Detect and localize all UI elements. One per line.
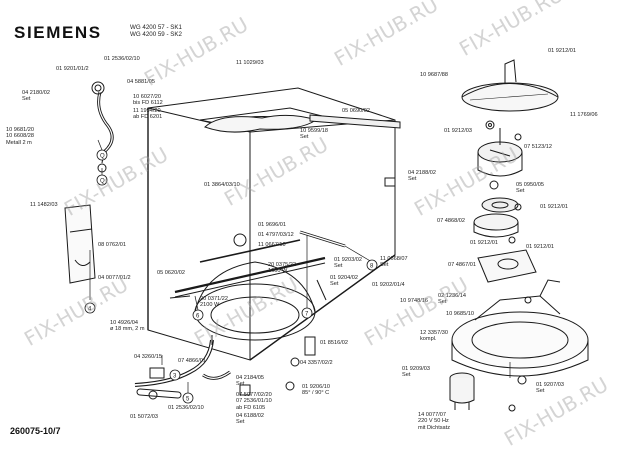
part-label: 07 4866/01 (178, 358, 206, 364)
part-label: 07 5077/02/20 07 2536/01/10 ab FD 6105 (236, 392, 272, 411)
part-label: 01 3864/03/10 (204, 182, 240, 188)
part-label: 04 2188/02 Set (408, 170, 436, 183)
part-label: 05 0690/02 (342, 108, 370, 114)
part-label: 10 9748/16 (400, 298, 428, 304)
part-label: 10 9599/18 Set (300, 128, 328, 141)
part-label: 11 1029/03 (236, 60, 264, 66)
part-label: 01 9206/10 85° / 90° C (302, 384, 330, 397)
small-fittings (148, 120, 532, 412)
callout-circles (84, 149, 378, 404)
callout-number-5: 5 (186, 397, 190, 403)
callout-numbers: Q Q 3 4 5 6 7 8 (88, 154, 374, 403)
part-label: 01 9212/03 (444, 128, 472, 134)
part-label: 11 1482/03 (30, 202, 58, 208)
leader-lines (89, 139, 511, 395)
part-label: 04 5881/05 (127, 79, 155, 85)
part-label: 10 9687/88 (420, 72, 448, 78)
part-label: 01 9212/01 (526, 244, 554, 250)
model-numbers: WG 4200 57 - SK1 WG 4200 59 - SK2 (130, 24, 182, 38)
part-label: 01 5072/03 (130, 414, 158, 420)
part-label: 04 3260/15 (134, 354, 162, 360)
drain-hose-lower (134, 339, 214, 399)
callout-number-2: Q (100, 179, 105, 185)
model-line-1: WG 4200 57 - SK1 (130, 24, 182, 31)
part-label: 07 4867/01 (448, 262, 476, 268)
heater-element (174, 239, 326, 298)
part-label: 10 6027/20 bis FD 6112 (133, 94, 163, 107)
part-label: 01 9204/02 Set (330, 275, 358, 288)
part-label: 10 9685/10 (446, 311, 474, 317)
part-label: 10 9681/20 10 6608/28 Metall 2 m (6, 127, 34, 146)
callout-6 (192, 309, 204, 321)
part-label: 01 2536/02/10 (168, 405, 204, 411)
callout-4 (84, 302, 96, 314)
part-label: 01 9696/01 (258, 222, 286, 228)
part-label: 04 2180/02 Set (22, 90, 50, 103)
part-label: 08 0762/01 (98, 242, 126, 248)
part-label: 01 9202/01/4 (372, 282, 405, 288)
part-label: 01 2536/02/10 (104, 56, 140, 62)
part-label: 04 2184/05 Set (236, 375, 264, 388)
pump-seal (481, 197, 519, 213)
callout-number-4: 4 (88, 307, 92, 313)
pump-impeller (473, 213, 519, 238)
callout-number-7: 7 (305, 312, 309, 318)
part-label: 01 9212/01 (548, 48, 576, 54)
document-number: 260075-10/7 (10, 426, 61, 436)
callout-number-3: 3 (173, 374, 177, 380)
part-label: 01 9201/01/2 (56, 66, 89, 72)
callout-number-6: 6 (196, 314, 200, 320)
part-label: 11 0668/07 Set (380, 256, 408, 269)
circulation-pump-motor (449, 372, 475, 410)
pump-motor-base (451, 279, 589, 377)
part-label: 10 4926/04 ø 18 mm, 2 m (110, 320, 145, 333)
part-label: 05 0620/02 (157, 270, 185, 276)
model-line-2: WG 4200 59 - SK2 (130, 31, 182, 39)
callout-7 (301, 307, 313, 319)
part-label: 01 8516/02 (320, 340, 348, 346)
part-label: 04 3357/02/2 (300, 360, 333, 366)
part-label: 01 9203/02 Set (334, 257, 362, 270)
side-panel-left (64, 204, 96, 284)
callout-number-8: 8 (370, 264, 374, 270)
part-label: 20 0371/22 2100 W (200, 296, 228, 309)
inlet-hose-assembly (91, 81, 114, 173)
callout-1 (96, 149, 108, 161)
callout-5 (182, 392, 194, 404)
part-label: 01 9212/01 (470, 240, 498, 246)
impeller-housing (477, 128, 523, 177)
part-label: 04 6188/02 Set (236, 413, 264, 426)
upper-spray-arm (461, 59, 559, 112)
callout-number-1: Q (100, 154, 105, 160)
part-label: 02 1236/14 Set (438, 293, 466, 306)
top-cover-plate (204, 114, 401, 133)
part-label: 07 4868/02 (437, 218, 465, 224)
callout-2 (96, 174, 108, 186)
callout-3 (169, 369, 181, 381)
heater-tube-rod (299, 230, 346, 248)
pump-housing-plate (477, 249, 537, 283)
part-label: 11 0667/10 (258, 242, 286, 248)
brand-logo: SIEMENS (14, 23, 102, 42)
part-label: 12 3357/30 kompl. (420, 330, 448, 343)
part-label: 01 9207/03 Set (536, 382, 564, 395)
part-label: 14 0077/07 220 V 50 Hz mit Dichtsatz (418, 412, 451, 431)
part-label: 20 0375/22 1600 W (268, 262, 296, 275)
callout-8 (366, 259, 378, 271)
part-label: 11 1994/20 ab FD 6201 (133, 108, 163, 121)
part-label: 05 0950/05 Set (516, 182, 544, 195)
part-label: 01 9209/03 Set (402, 366, 430, 379)
part-label: 01 4797/03/12 (258, 232, 294, 238)
part-label: 01 9212/01 (540, 204, 568, 210)
part-label: 11 1769/06 (570, 112, 598, 118)
part-label: 07 5123/12 (524, 144, 552, 150)
part-label: 04 0077/01/2 (98, 275, 131, 281)
